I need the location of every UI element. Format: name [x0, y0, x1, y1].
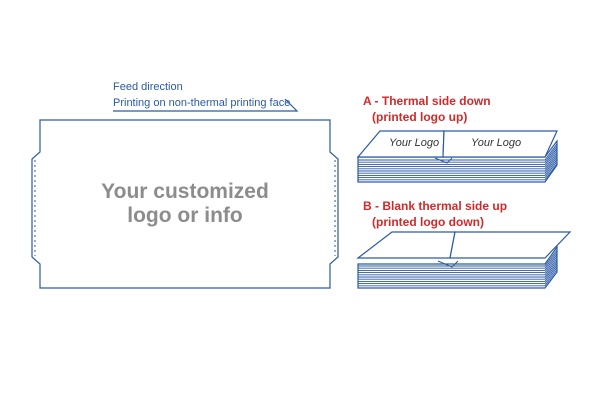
stack-a-layer-2 — [358, 147, 558, 165]
ticket-text: Your customized logo or info — [40, 180, 330, 228]
stack-a-layer-4 — [358, 152, 558, 170]
stack-a-logo-right: Your Logo — [471, 137, 522, 149]
stack-b-layer-5 — [358, 260, 558, 278]
stack-b-fold-crease — [437, 260, 459, 268]
stack-a-fold-crease — [434, 157, 453, 164]
ticket-text-line-2: logo or info — [127, 204, 243, 228]
stack-b-top-sheet — [356, 231, 456, 259]
stack-a-layer-6 — [358, 156, 558, 174]
feed-direction-label: Feed direction — [113, 81, 183, 93]
stack-b-layer-1 — [358, 251, 558, 269]
stack-b-layer-8 — [358, 267, 558, 285]
stack-b-layer-3 — [358, 256, 558, 274]
option-a-title: A - Thermal side down — [363, 94, 491, 108]
stack-b-layer-2 — [358, 253, 558, 271]
stack-a-layer-0 — [358, 143, 558, 161]
stack-b-body — [357, 245, 558, 289]
stack-a-layer-7 — [358, 158, 558, 176]
option-b-subtitle: (printed logo down) — [372, 215, 484, 229]
stack-b-layer-4 — [358, 258, 558, 276]
stack-b-layer-9 — [358, 269, 558, 287]
stack-a-layer-9 — [358, 163, 558, 181]
stack-a-layer-1 — [358, 145, 558, 163]
stack-a-logo-left: Your Logo — [389, 137, 440, 149]
stack-a-layer-5 — [358, 154, 558, 172]
stack-a-layers — [358, 143, 558, 181]
option-a-subtitle: (printed logo up) — [372, 110, 468, 124]
ticket-stack-b — [356, 231, 572, 289]
stack-a-layer-3 — [358, 150, 558, 168]
ticket-stack-a — [356, 130, 558, 183]
stack-b-layer-7 — [358, 264, 558, 282]
printing-face-label: Printing on non-thermal printing face — [113, 97, 291, 109]
ticket-outline — [31, 119, 339, 289]
stack-b-layer-0 — [358, 249, 558, 267]
stack-b-layers — [358, 249, 558, 287]
ticket-text-line-1: Your customized — [101, 180, 269, 203]
stack-b-fold-sheet — [449, 231, 572, 259]
stack-b-layer-6 — [358, 262, 558, 280]
stack-a-fold-sheet — [442, 130, 558, 158]
stack-a-layer-8 — [358, 161, 558, 179]
option-b-title: B - Blank thermal side up — [363, 199, 508, 213]
feed-direction-arrow — [113, 98, 299, 112]
